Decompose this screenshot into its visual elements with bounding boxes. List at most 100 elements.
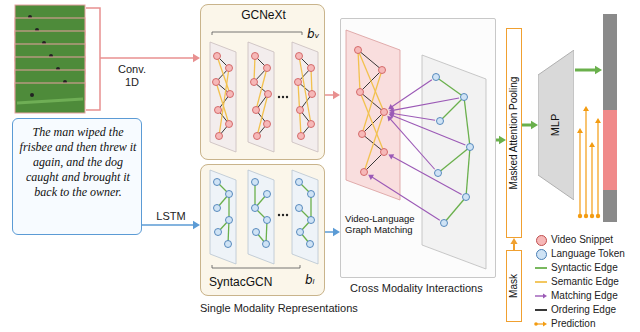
graph-node [252,53,259,60]
graph-node [461,94,468,101]
graph-node [226,65,233,72]
ellipsis-dot [286,96,288,98]
timeline-bar [603,14,617,222]
arrow-head [595,118,601,123]
graph-node [381,109,388,116]
arrow-head [368,175,374,180]
arrow-head [510,238,517,244]
graph-plane [248,42,274,152]
syntactic-edge [436,77,464,97]
legend-swatch [536,235,547,246]
graph-node [355,47,362,54]
syntactic-edge [464,97,470,147]
arrow-head [531,121,538,129]
graph-plane [210,170,236,264]
arrow-head [388,154,394,159]
node-title: The man wiped the frisbee and then threw… [19,125,137,200]
graph-node [361,169,368,176]
graph-node [379,67,386,74]
connector-line [522,124,532,127]
graph-node [308,191,315,198]
node-title: Video-Language Graph Matching [345,213,417,236]
graph-node [226,121,233,128]
semantic-edge [256,68,267,110]
matching-edge [390,119,435,170]
legend-line [535,267,547,269]
graph-node [214,179,221,186]
panel-ground [200,4,325,160]
legend-line [535,295,544,296]
prediction-arrow [585,110,586,214]
mlp-shape [538,50,574,200]
arrow-head [543,322,547,327]
matching-edge [391,80,431,107]
graph-plane [292,42,318,152]
graph-node [359,131,366,138]
graph-node [309,91,316,98]
predicted-segment [603,110,617,190]
syntacgcn-panel: SyntacGCNbₗ [200,164,325,296]
graph-node [216,133,223,140]
pooling-box: Masked Attention Pooling [506,28,522,238]
arrow-head [499,136,506,144]
edge-label: LSTM [154,210,187,223]
semantic-edge [358,50,384,112]
prediction-arrow [597,122,598,214]
connector [325,228,340,236]
legend-swatch [536,249,547,260]
semantic-edge [216,82,229,124]
panel-ground [340,18,496,278]
graph-node [463,194,470,201]
span-bracket [212,32,302,35]
graph-node [215,229,222,236]
panel-ground [200,164,325,296]
frame-bracket [86,8,100,110]
legend-text: Matching Edge [551,290,618,302]
panel-grounds [200,4,496,296]
video-frame [15,83,85,113]
legend-line [535,281,547,283]
connector [510,238,517,250]
ellipsis-dot [278,96,280,98]
graph-node [295,79,302,86]
legend-text: Ordering Edge [551,304,616,316]
arrow-head [333,91,340,99]
graph-node [254,133,261,140]
syntactic-edge [438,147,470,173]
graph-node [467,144,474,151]
frame-figure [30,93,34,97]
connector-line [325,231,334,233]
graph-node [264,217,271,224]
graph-node [264,121,271,128]
graph-node [215,107,222,114]
arrow-head [193,221,200,229]
graph-node [297,229,304,236]
conv-arrow [100,57,194,59]
arrow-head [589,142,595,147]
graph-node [214,53,221,60]
mask-box: Mask [506,250,522,322]
legend-text: Prediction [551,318,595,330]
syntactic-edge [444,197,466,223]
span-bracket [212,265,300,268]
arrow-head [583,106,589,111]
graph-plane [292,170,318,264]
node-title: SyntacGCN [209,275,272,289]
graph-node [441,220,448,227]
graph-node [265,91,272,98]
legend-sample [534,319,548,329]
matching-edge [392,156,462,194]
ellipsis-dot [282,96,284,98]
graph-plane [248,170,274,264]
ellipsis-dot [278,214,280,216]
connector [325,91,340,99]
arrow-head [333,228,340,236]
prediction-arrow [579,132,580,214]
graph-node [213,79,220,86]
matching-edge [393,113,435,120]
graph-node [264,65,271,72]
graph-node [226,217,233,224]
legend-sample [534,305,548,315]
prediction-dot [590,214,594,218]
